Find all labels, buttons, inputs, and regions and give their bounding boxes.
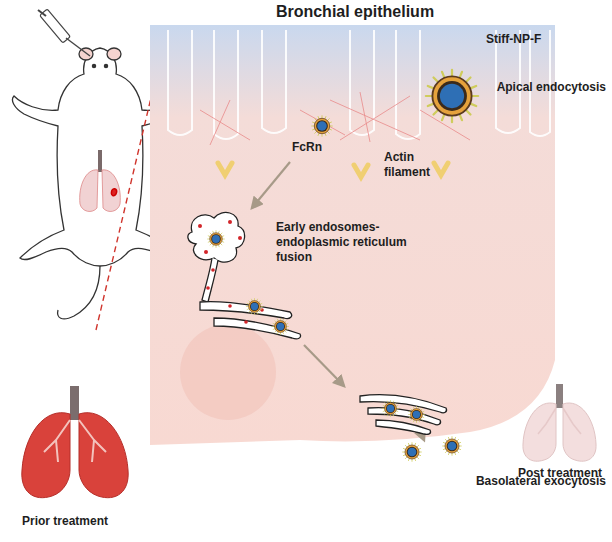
er-dots bbox=[198, 220, 264, 324]
golgi bbox=[360, 395, 447, 435]
syringe bbox=[38, 9, 90, 56]
process-label: Apical endocytosis bbox=[497, 80, 606, 95]
receptor-label: FcRn bbox=[292, 140, 322, 155]
diagram-title: Bronchial epithelium bbox=[276, 2, 434, 21]
process-label: Basolateral exocytosis bbox=[476, 474, 606, 489]
nanoparticle-label: Stiff-NP-F bbox=[486, 32, 541, 47]
mouse-lungs bbox=[80, 150, 121, 211]
condition-label: Prior treatment bbox=[22, 514, 108, 529]
epithelial-cell bbox=[150, 25, 555, 445]
microvilli bbox=[168, 30, 550, 139]
actin-filaments bbox=[200, 92, 470, 145]
lungs-post bbox=[523, 384, 596, 461]
nucleus bbox=[180, 324, 276, 420]
process-label: Early endosomes- endoplasmic reticulum f… bbox=[276, 220, 408, 265]
transport-arrow bbox=[304, 345, 344, 386]
transport-arrow bbox=[252, 162, 290, 208]
structure-label: Actin filament bbox=[384, 150, 448, 180]
lungs-prior bbox=[22, 386, 128, 498]
